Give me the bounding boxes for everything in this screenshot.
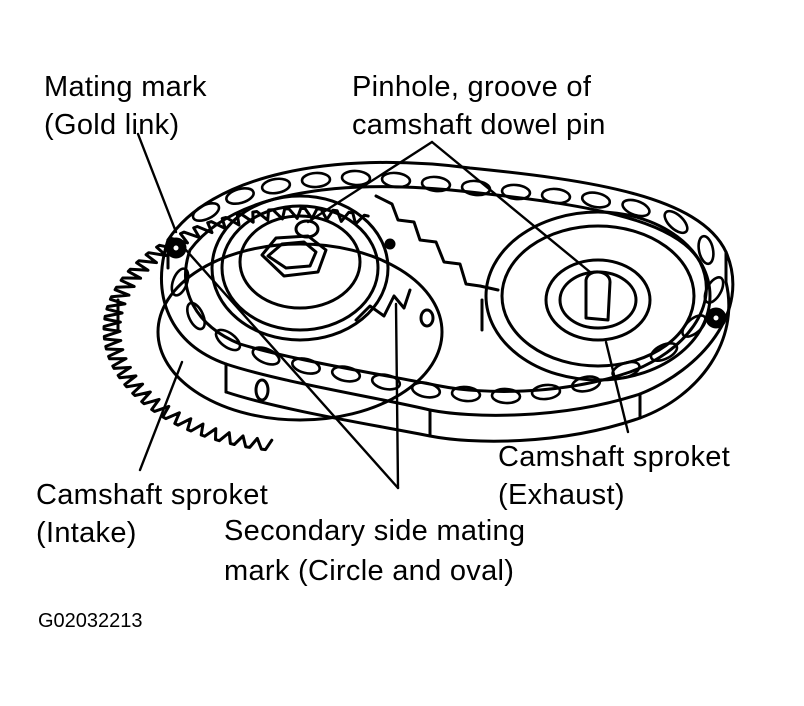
chain-link [340, 169, 372, 187]
pinhole-sublabel: camshaft dowel pin [352, 109, 606, 141]
chain-link [580, 191, 612, 209]
chain-link [540, 187, 572, 205]
chain-link [663, 209, 689, 235]
leader-lines [136, 132, 630, 490]
chain-link [225, 186, 255, 206]
intake-sprocket-sublabel: (Intake) [36, 517, 137, 549]
chain-link [420, 175, 452, 193]
chain-link [500, 183, 532, 201]
chain-link [370, 373, 402, 391]
chain-link [649, 341, 679, 363]
chain-link [621, 198, 651, 218]
chain-link [490, 387, 522, 405]
secondary-mark-sublabel: mark (Circle and oval) [224, 555, 515, 587]
chain-link [697, 234, 715, 266]
chain-link [170, 267, 190, 297]
intake-sprocket [102, 194, 484, 452]
gold-link-mark [165, 237, 727, 329]
exhaust-sprocket [374, 194, 712, 382]
chain-link [251, 346, 281, 366]
mating-mark-label: Mating mark [44, 71, 207, 103]
chain-link [410, 381, 442, 399]
chain-link [214, 328, 242, 352]
mating-mark-sublabel: (Gold link) [44, 109, 180, 141]
exhaust-sprocket-sublabel: (Exhaust) [498, 479, 625, 511]
chain-link [186, 301, 206, 331]
chain-link [380, 171, 412, 189]
chain-link [450, 385, 482, 403]
chain-link [300, 171, 332, 189]
timing-chain [160, 160, 735, 443]
chain-link [291, 357, 321, 375]
exhaust-sprocket-label: Camshaft sproket [498, 441, 731, 473]
chain-link [530, 383, 562, 401]
pinhole-label: Pinhole, groove of [352, 71, 592, 103]
secondary-mark-label: Secondary side mating [224, 515, 526, 547]
chain-link [260, 177, 292, 195]
figure-code: G02032213 [38, 610, 143, 632]
intake-sprocket-label: Camshaft sproket [36, 479, 269, 511]
chain-link [191, 202, 221, 222]
chain-link [330, 365, 362, 383]
